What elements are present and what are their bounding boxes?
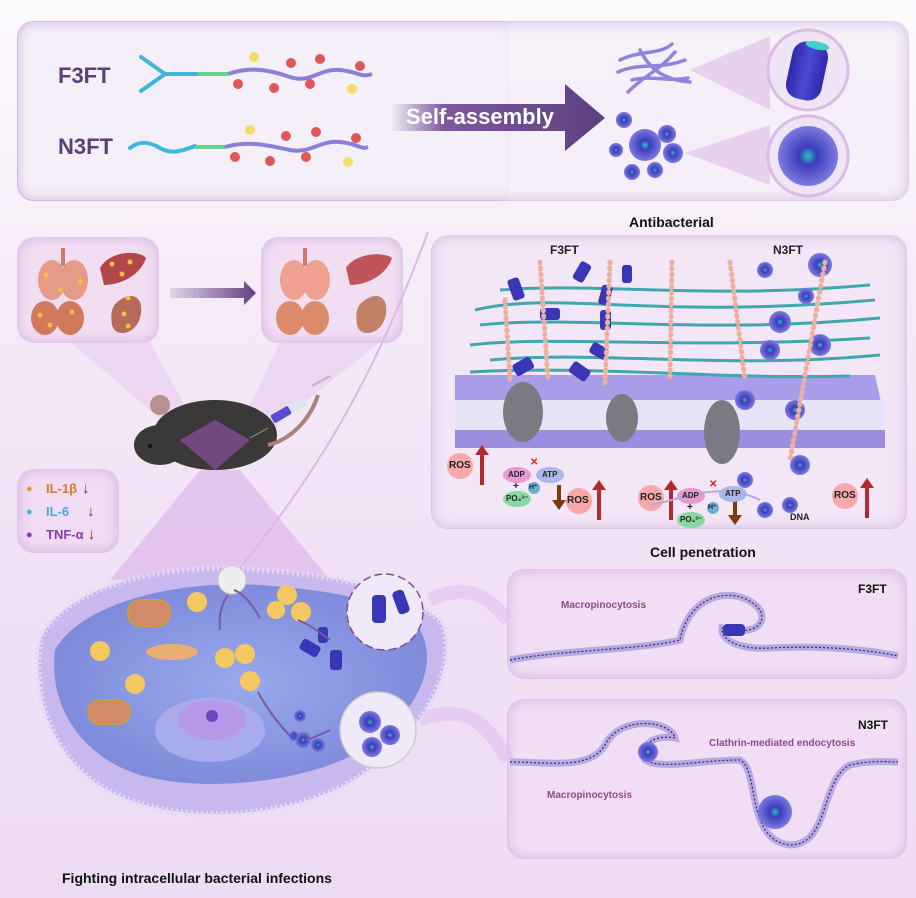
n3ft-micelle-clathrin xyxy=(758,795,792,829)
h-ion-label: H⁺ xyxy=(529,484,538,491)
f3ft-molecule xyxy=(139,52,373,94)
zoom-cone-fiber xyxy=(690,36,770,110)
liver-icon xyxy=(346,254,392,285)
lipoteichoic-chains xyxy=(502,259,828,463)
n3ft-micelle-macropinocytosis xyxy=(638,742,658,762)
blocked-x-icon: ✕ xyxy=(709,479,717,490)
adp-label: ADP xyxy=(682,491,699,500)
n3ft-penetration-label: N3FT xyxy=(858,718,888,732)
micelles-in-cell xyxy=(289,710,325,752)
antibacterial-title: Antibacterial xyxy=(629,214,714,230)
nucleus xyxy=(155,698,265,762)
micelles-n3ft xyxy=(735,253,832,518)
organs-infected xyxy=(31,248,146,335)
ros-label: ROS xyxy=(567,495,589,506)
cytokine-il1b: ● IL-1β ↓ xyxy=(26,477,120,500)
n3ft-macropinocytosis-label: Macropinocytosis xyxy=(547,790,633,801)
mouse-illustration xyxy=(134,394,320,470)
f3ft-nanofiber-rod xyxy=(723,624,745,636)
cytokine-dots-icon: ● xyxy=(26,482,33,495)
molecule-label-f3ft: F3FT xyxy=(58,63,111,88)
ros-label: ROS xyxy=(449,460,471,471)
dna-label: DNA xyxy=(790,512,810,522)
n3ft-clathrin-label: Clathrin-mediated endocytosis xyxy=(709,738,856,749)
magnified-endocytosis-rods xyxy=(346,573,424,651)
cytokine-panel xyxy=(18,470,118,552)
ros-label: ROS xyxy=(834,490,856,501)
atp-label: ATP xyxy=(725,489,741,498)
zoom-cone-micelle xyxy=(685,125,770,185)
cell-penetration-title: Cell penetration xyxy=(650,544,756,560)
plus-label: + xyxy=(513,481,519,492)
bacteria-in-cell xyxy=(90,585,311,694)
antibacterial-n3ft-label: N3FT xyxy=(773,243,803,257)
trafficking-arrows xyxy=(218,589,331,741)
cytokine-label: IL-1β xyxy=(46,481,78,496)
kidneys-icon xyxy=(276,301,329,335)
blocked-x-icon: ✕ xyxy=(530,457,538,468)
cytokine-tnfa: ● TNF-α ↓ xyxy=(26,523,120,546)
cytokine-label: IL-6 xyxy=(46,504,70,519)
dna-strand xyxy=(649,490,761,506)
golgi-apparatus xyxy=(146,644,198,660)
molecule-label-n3ft: N3FT xyxy=(58,134,113,159)
syringe-icon xyxy=(249,375,331,439)
micelle-magnified xyxy=(766,114,850,198)
n3ft-membrane-core xyxy=(509,722,899,846)
f3ft-membrane-core xyxy=(509,594,899,661)
nanofiber-network xyxy=(616,42,692,94)
cytokine-il6: ● IL-6 ↓ xyxy=(26,500,120,523)
micelle-cluster xyxy=(609,112,683,180)
decrease-arrow-icon: ↓ xyxy=(82,480,90,497)
h-ion-label: H⁺ xyxy=(708,504,717,511)
cell-caption: Fighting intracellular bacterial infecti… xyxy=(62,870,332,886)
ros-label: ROS xyxy=(640,492,662,503)
cytokine-dots-icon: ● xyxy=(26,505,33,518)
mitochondria xyxy=(87,599,171,725)
po4-label: PO₄³⁻ xyxy=(506,494,529,503)
membrane-porins xyxy=(503,382,740,464)
magnified-endocytosis-micelles xyxy=(339,691,417,769)
cytokine-dots-icon: ● xyxy=(26,528,33,541)
mouse-cell-cone xyxy=(110,470,330,580)
nanofiber-magnified xyxy=(766,28,850,112)
f3ft-macropinocytosis-label: Macropinocytosis xyxy=(561,600,647,611)
treatment-arrow xyxy=(170,281,256,305)
self-assembly-label: Self-assembly xyxy=(406,104,554,129)
organs-cured xyxy=(276,248,392,335)
liver-icon xyxy=(100,252,146,285)
atp-label: ATP xyxy=(542,470,558,479)
po4-label: PO₄³⁻ xyxy=(680,515,703,524)
f3ft-link-cone xyxy=(426,584,514,625)
antibacterial-link-curve xyxy=(229,231,429,581)
metabolism-pills xyxy=(503,467,761,528)
cytokine-list: ● IL-1β ↓ ● IL-6 ↓ ● TNF-α ↓ xyxy=(26,477,120,546)
n3ft-link-cone xyxy=(417,706,515,764)
dead-bacterium xyxy=(217,565,247,595)
n3ft-molecule xyxy=(128,125,369,167)
antibacterial-f3ft-label: F3FT xyxy=(550,243,579,257)
rods-in-cell xyxy=(299,627,342,670)
lungs-icon xyxy=(280,248,330,300)
cytokine-label: TNF-α xyxy=(46,527,84,542)
spleen-icon xyxy=(356,296,387,334)
decrease-arrow-icon: ↓ xyxy=(87,503,95,520)
f3ft-penetration-panel xyxy=(508,570,906,678)
bacterial-membrane xyxy=(455,375,885,448)
f3ft-penetration-label: F3FT xyxy=(858,582,887,596)
decrease-arrow-icon: ↓ xyxy=(87,526,96,543)
plus-label: + xyxy=(687,502,693,513)
self-assembly-arrow xyxy=(390,84,605,151)
adp-label: ADP xyxy=(508,470,525,479)
